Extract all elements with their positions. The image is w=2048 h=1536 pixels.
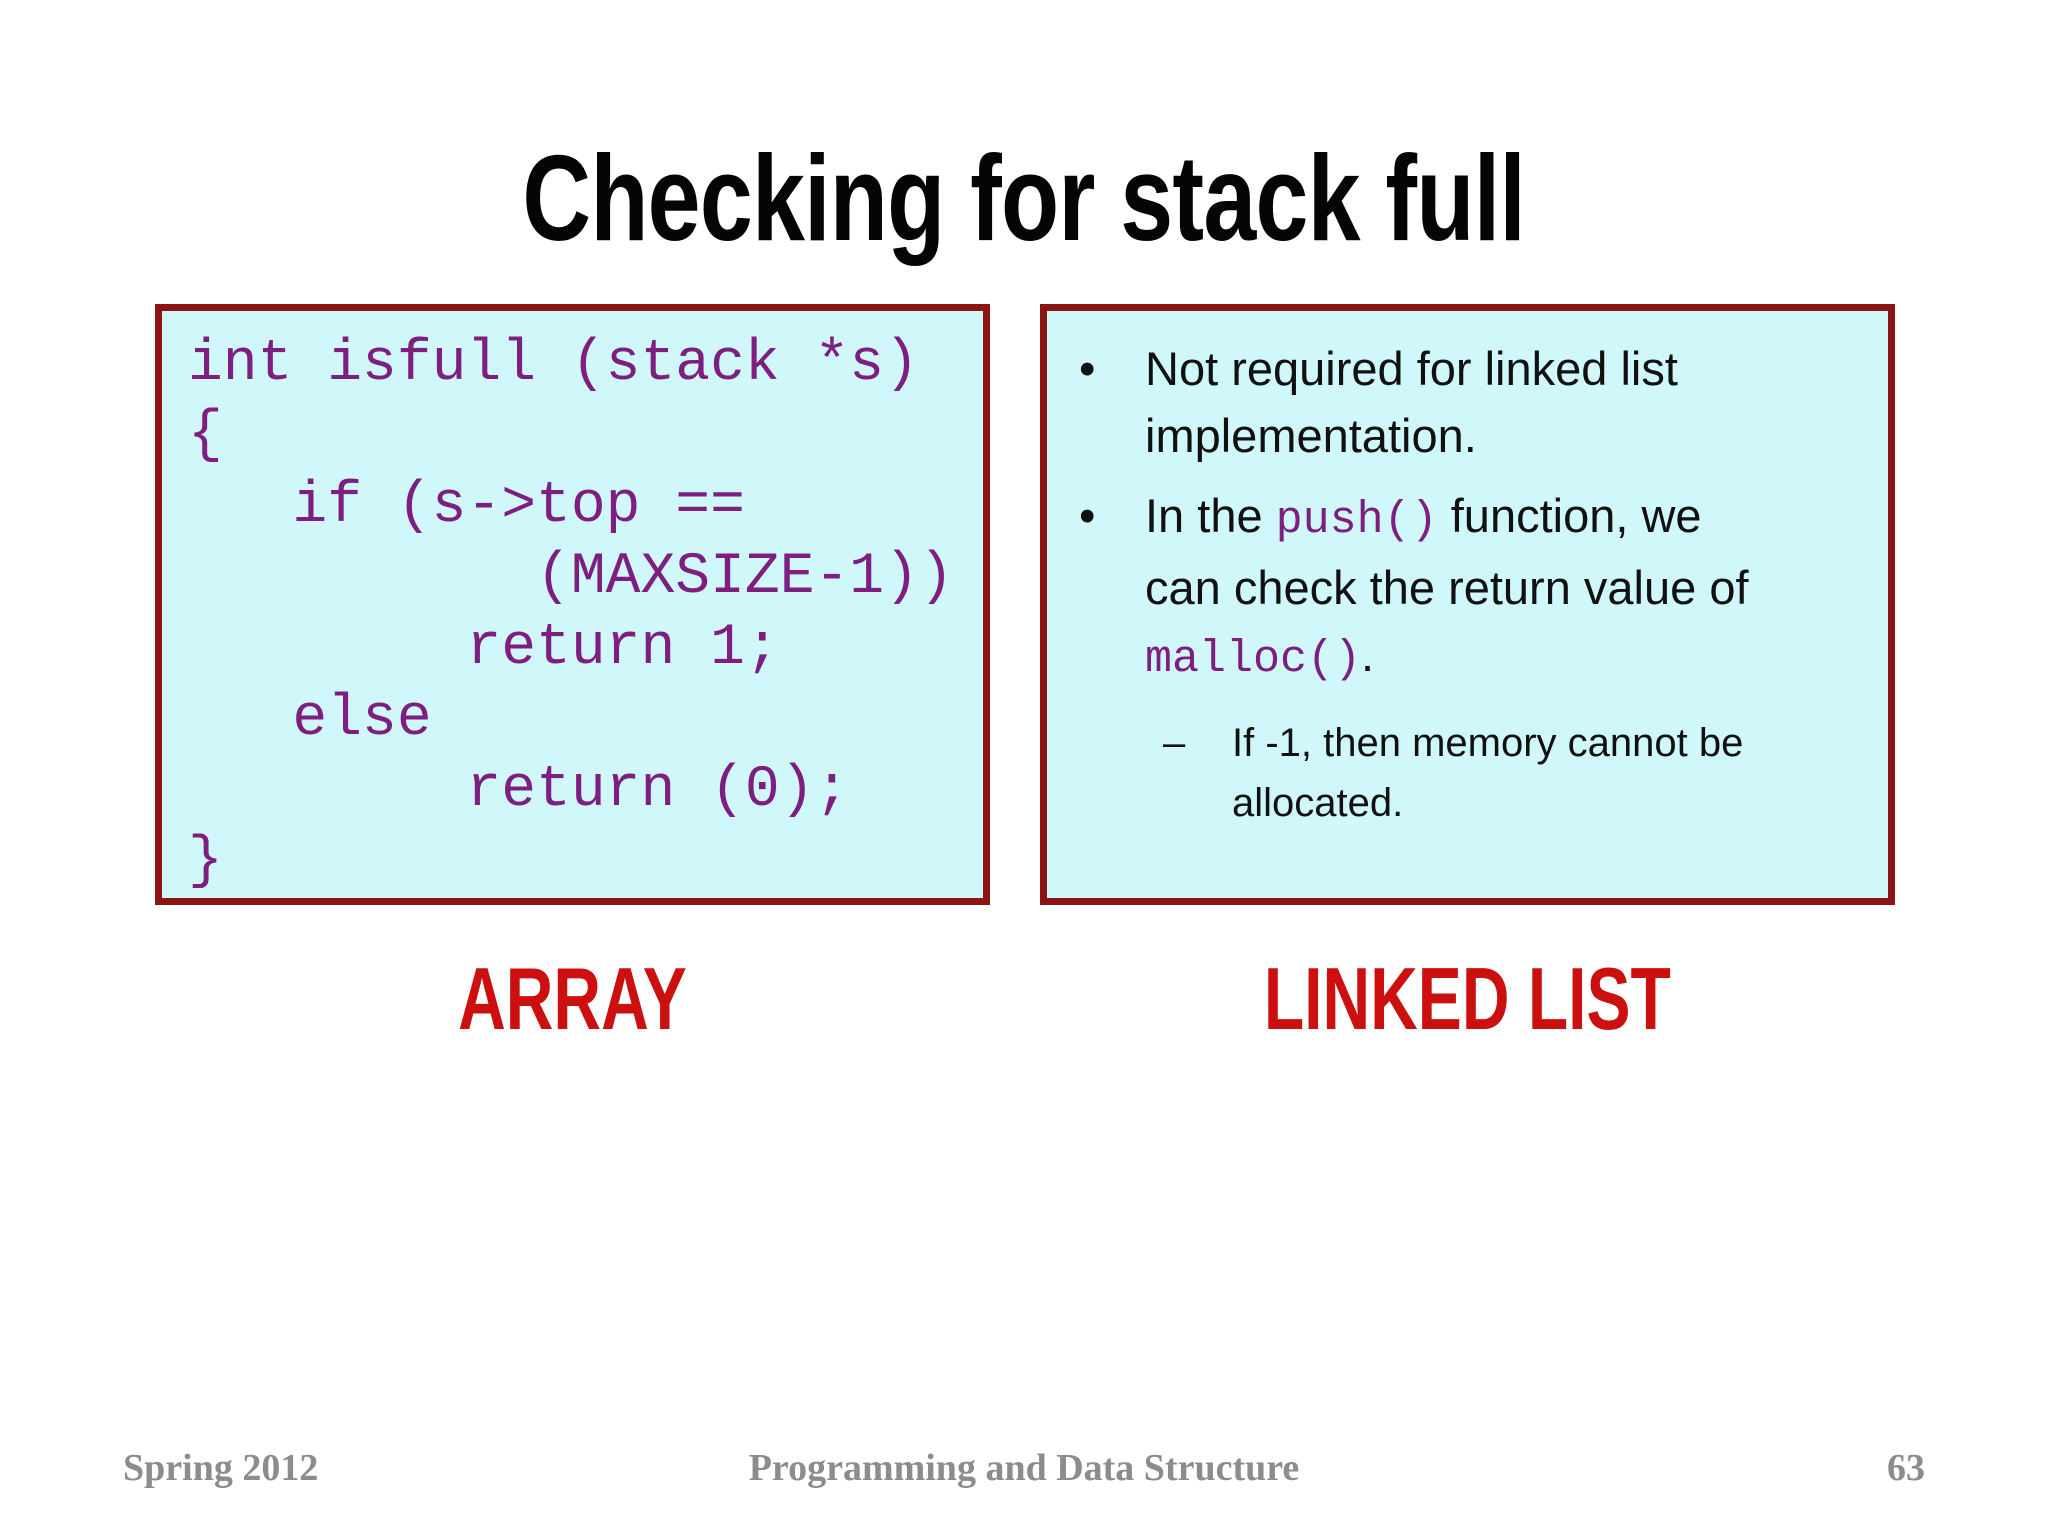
- inline-code-malloc: malloc(): [1145, 634, 1362, 685]
- title-wrap: Checking for stack full: [0, 128, 2048, 268]
- code-line: int isfull (stack *s): [188, 332, 919, 397]
- text-segment: In the: [1145, 489, 1276, 542]
- code-line: return (0);: [188, 758, 850, 823]
- bullet-text: Not required for linked list implementat…: [1145, 335, 1858, 469]
- bullet-text: In the push() function, we can check the…: [1145, 482, 1858, 693]
- bullet-line: Not required for linked list: [1145, 335, 1858, 402]
- code-line: {: [188, 403, 223, 468]
- bullet-line: can check the return value of: [1145, 554, 1858, 621]
- linked-list-label: LINKED LIST: [1264, 949, 1671, 1048]
- sub-bullet-text: If -1, then memory cannot be allocated.: [1232, 713, 1858, 833]
- bullet-item: • In the push() function, we can check t…: [1073, 482, 1858, 693]
- text-segment: If -1, then memory cannot be: [1232, 721, 1744, 765]
- inline-code-push: push(): [1275, 495, 1438, 546]
- page-title: Checking for stack full: [522, 130, 1526, 266]
- bullet-icon: •: [1079, 342, 1096, 395]
- footer-semester: Spring 2012: [123, 1447, 319, 1489]
- bullet-line: allocated.: [1232, 773, 1858, 833]
- bullet-line: implementation.: [1145, 402, 1858, 469]
- text-segment: .: [1361, 628, 1375, 681]
- text-segment: allocated.: [1232, 781, 1404, 825]
- text-segment: function, we: [1437, 489, 1702, 542]
- array-label: ARRAY: [458, 949, 687, 1048]
- bullet-line: In the push() function, we: [1145, 482, 1858, 554]
- code-line: else: [188, 687, 432, 752]
- text-segment: implementation.: [1145, 409, 1477, 462]
- footer-page-number: 63: [1887, 1447, 1925, 1489]
- bullet-icon: •: [1079, 489, 1096, 542]
- footer-course-title: Programming and Data Structure: [748, 1447, 1300, 1489]
- text-segment: can check the return value of: [1145, 561, 1749, 614]
- bullet-list: • Not required for linked list implement…: [1047, 311, 1888, 833]
- bullet-item: • Not required for linked list implement…: [1073, 335, 1858, 469]
- code-line: return 1;: [188, 616, 780, 681]
- dash-icon: –: [1163, 721, 1186, 765]
- sub-bullet-item: – If -1, then memory cannot be allocated…: [1163, 713, 1858, 833]
- code-line: if (s->top ==: [188, 474, 745, 539]
- text-segment: Not required for linked list: [1145, 342, 1678, 395]
- bullet-line: If -1, then memory cannot be: [1232, 713, 1858, 773]
- array-code-panel: int isfull (stack *s) { if (s->top == (M…: [155, 304, 990, 905]
- code-line: }: [188, 829, 223, 894]
- bullet-line: malloc().: [1145, 621, 1858, 693]
- code-line: (MAXSIZE-1)): [188, 545, 954, 610]
- linked-list-panel: • Not required for linked list implement…: [1040, 304, 1895, 905]
- code-block: int isfull (stack *s) { if (s->top == (M…: [162, 311, 983, 897]
